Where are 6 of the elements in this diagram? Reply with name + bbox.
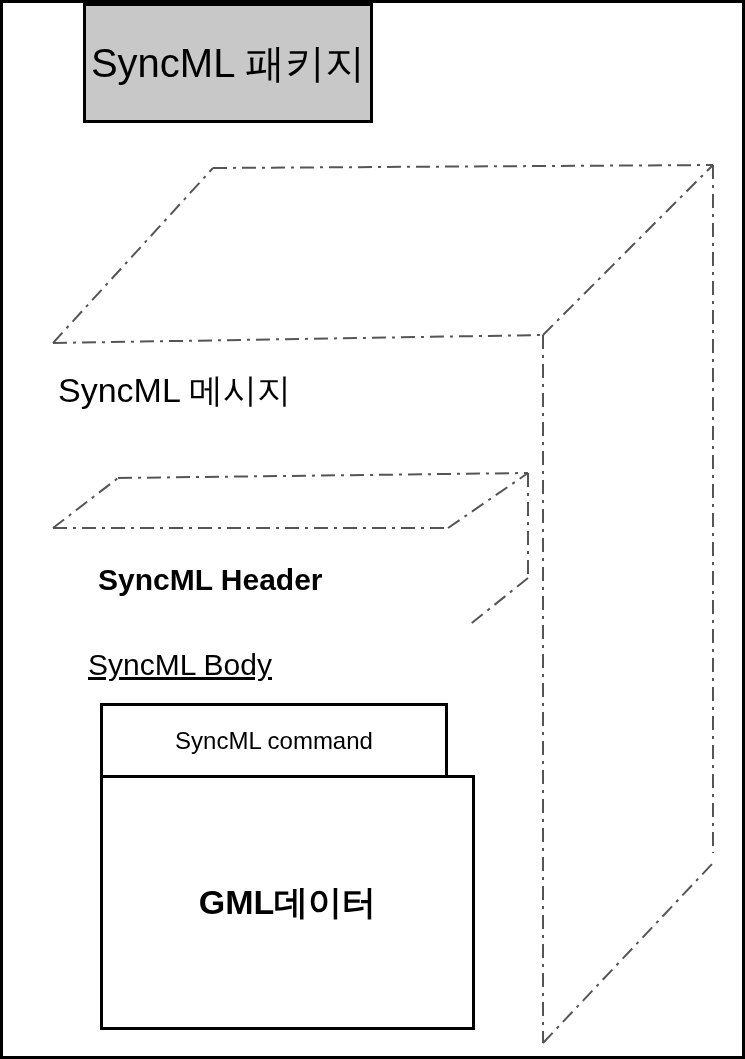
data-box: GML데이터: [100, 775, 475, 1030]
message-label: SyncML 메시지: [58, 370, 291, 411]
body-label: SyncML Body: [88, 648, 272, 682]
header-label: SyncML Header: [98, 563, 323, 597]
title-banner: SyncML 패키지: [83, 3, 373, 123]
command-label: SyncML command: [100, 703, 448, 778]
